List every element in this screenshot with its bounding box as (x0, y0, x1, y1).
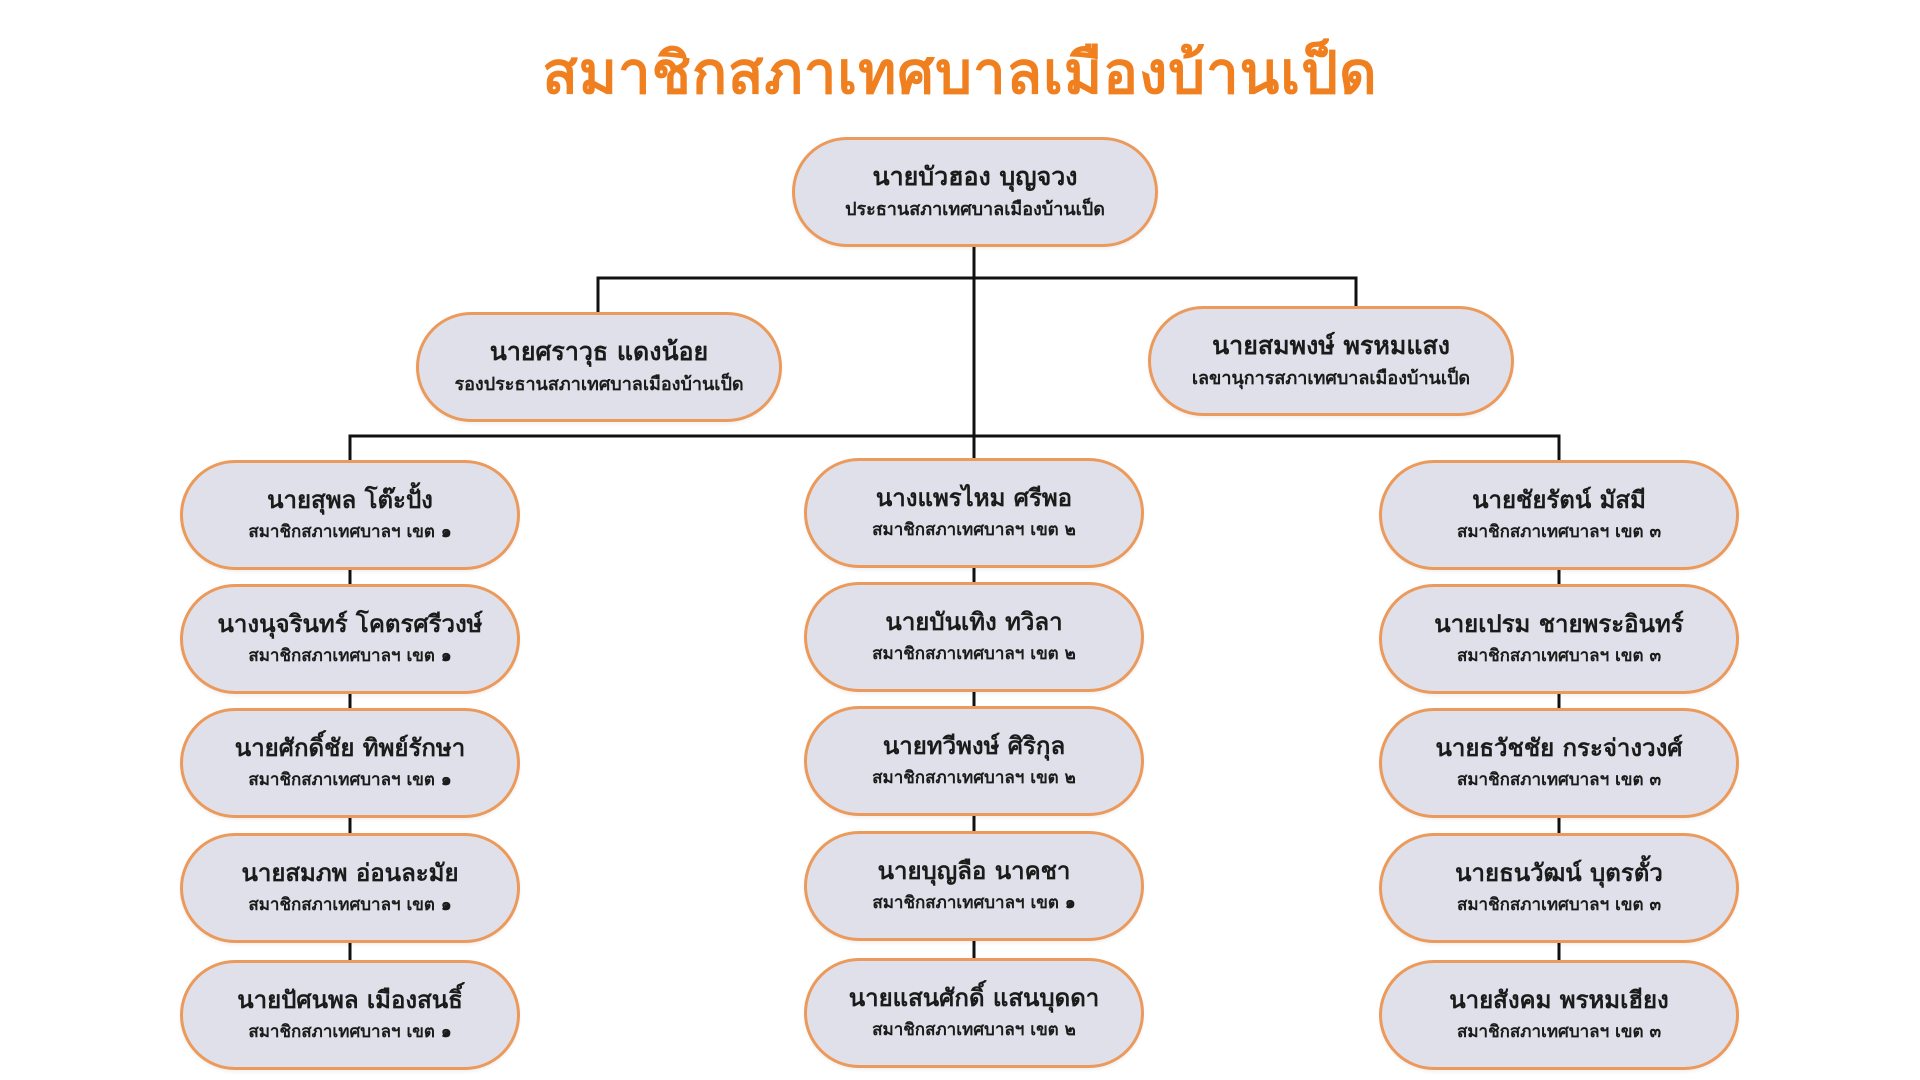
node-member: นางนุจรินทร์ โคตรศรีวงษ์ สมาชิกสภาเทศบาล… (180, 584, 520, 694)
node-name: นางแพรไหม ศรีพอ (875, 484, 1073, 513)
node-name: นายบัวฮอง บุญจวง (872, 161, 1078, 191)
node-role: สมาชิกสภาเทศบาลฯ เขต ๑ (248, 645, 452, 666)
node-role: สมาชิกสภาเทศบาลฯ เขต ๑ (248, 521, 452, 542)
node-name: นายเปรม ชายพระอินทร์ (1434, 610, 1684, 639)
node-name: นายบุญลือ นาคชา (877, 857, 1071, 886)
node-secretary: นายสมพงษ์ พรหมแสง เลขานุการสภาเทศบาลเมือ… (1148, 306, 1514, 416)
node-role: สมาชิกสภาเทศบาลฯ เขต ๒ (872, 767, 1076, 788)
node-name: นายศักดิ์ชัย ทิพย์รักษา (234, 734, 466, 763)
node-role: สมาชิกสภาเทศบาลฯ เขต ๓ (1456, 769, 1662, 790)
node-member: นายสังคม พรหมเฮียง สมาชิกสภาเทศบาลฯ เขต … (1379, 960, 1739, 1070)
node-name: นายศราวุธ แดงน้อย (489, 336, 709, 366)
node-name: นายชัยรัตน์ มัสมี (1472, 486, 1646, 515)
node-member: นายบันเทิง ทวิลา สมาชิกสภาเทศบาลฯ เขต ๒ (804, 582, 1144, 692)
page-title: สมาชิกสภาเทศบาลเมืองบ้านเป็ด (542, 39, 1378, 107)
node-role: สมาชิกสภาเทศบาลฯ เขต ๒ (872, 519, 1076, 540)
node-member: นายแสนศักดิ์ แสนบุดดา สมาชิกสภาเทศบาลฯ เ… (804, 958, 1144, 1068)
node-name: นางนุจรินทร์ โคตรศรีวงษ์ (217, 610, 483, 639)
node-member: นายสุพล โต๊ะปั้ง สมาชิกสภาเทศบาลฯ เขต ๑ (180, 460, 520, 570)
node-name: นายธวัชชัย กระจ่างวงศ์ (1435, 734, 1683, 763)
node-role: สมาชิกสภาเทศบาลฯ เขต ๑ (248, 894, 452, 915)
node-name: นายสมภพ อ่อนละมัย (241, 859, 459, 888)
node-member: นายปัศนพล เมืองสนธิ์ สมาชิกสภาเทศบาลฯ เข… (180, 960, 520, 1070)
node-role: รองประธานสภาเทศบาลเมืองบ้านเป็ด (454, 373, 744, 395)
node-name: นายบันเทิง ทวิลา (885, 608, 1063, 637)
node-role: สมาชิกสภาเทศบาลฯ เขต ๓ (1456, 521, 1662, 542)
node-member: นายธวัชชัย กระจ่างวงศ์ สมาชิกสภาเทศบาลฯ … (1379, 708, 1739, 818)
node-role: สมาชิกสภาเทศบาลฯ เขต ๒ (872, 643, 1076, 664)
node-member: นายบุญลือ นาคชา สมาชิกสภาเทศบาลฯ เขต ๑ (804, 831, 1144, 941)
node-member: นางแพรไหม ศรีพอ สมาชิกสภาเทศบาลฯ เขต ๒ (804, 458, 1144, 568)
node-name: นายธนวัฒน์ บุตรตั้ว (1455, 859, 1663, 888)
node-name: นายสมพงษ์ พรหมแสง (1212, 330, 1450, 360)
node-role: ประธานสภาเทศบาลเมืองบ้านเป็ด (845, 198, 1105, 220)
node-member: นายทวีพงษ์ ศิริกุล สมาชิกสภาเทศบาลฯ เขต … (804, 706, 1144, 816)
node-role: เลขานุการสภาเทศบาลเมืองบ้านเป็ด (1191, 367, 1471, 389)
node-member: นายชัยรัตน์ มัสมี สมาชิกสภาเทศบาลฯ เขต ๓ (1379, 460, 1739, 570)
node-name: นายปัศนพล เมืองสนธิ์ (237, 986, 463, 1015)
node-role: สมาชิกสภาเทศบาลฯ เขต ๑ (248, 769, 452, 790)
node-member: นายศักดิ์ชัย ทิพย์รักษา สมาชิกสภาเทศบาลฯ… (180, 708, 520, 818)
node-name: นายสังคม พรหมเฮียง (1449, 986, 1669, 1015)
node-member: นายธนวัฒน์ บุตรตั้ว สมาชิกสภาเทศบาลฯ เขต… (1379, 833, 1739, 943)
node-member: นายเปรม ชายพระอินทร์ สมาชิกสภาเทศบาลฯ เข… (1379, 584, 1739, 694)
node-role: สมาชิกสภาเทศบาลฯ เขต ๓ (1456, 645, 1662, 666)
node-name: นายแสนศักดิ์ แสนบุดดา (848, 984, 1100, 1013)
node-role: สมาชิกสภาเทศบาลฯ เขต ๒ (872, 1019, 1076, 1040)
node-member: นายสมภพ อ่อนละมัย สมาชิกสภาเทศบาลฯ เขต ๑ (180, 833, 520, 943)
node-name: นายทวีพงษ์ ศิริกุล (882, 732, 1066, 761)
node-role: สมาชิกสภาเทศบาลฯ เขต ๓ (1456, 894, 1662, 915)
node-role: สมาชิกสภาเทศบาลฯ เขต ๓ (1456, 1021, 1662, 1042)
node-role: สมาชิกสภาเทศบาลฯ เขต ๑ (872, 892, 1076, 913)
node-vice-chairman: นายศราวุธ แดงน้อย รองประธานสภาเทศบาลเมือ… (416, 312, 782, 422)
node-role: สมาชิกสภาเทศบาลฯ เขต ๑ (248, 1021, 452, 1042)
node-name: นายสุพล โต๊ะปั้ง (267, 486, 433, 515)
node-chairman: นายบัวฮอง บุญจวง ประธานสภาเทศบาลเมืองบ้า… (792, 137, 1158, 247)
